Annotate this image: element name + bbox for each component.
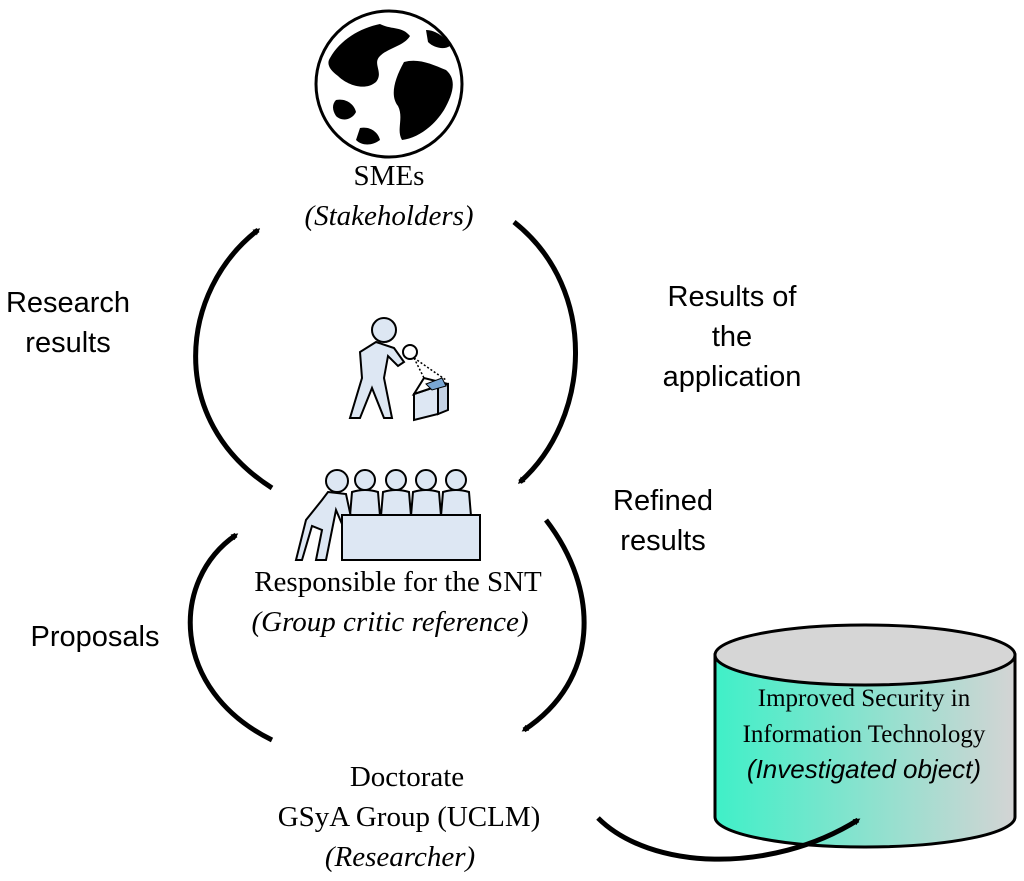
arrow-refined-results <box>521 518 587 733</box>
research-results-line1: Research <box>6 287 130 319</box>
database-line2: Information Technology <box>743 721 986 748</box>
group-critic-icon <box>294 469 481 561</box>
doctorate-title-line1: Doctorate <box>350 761 464 793</box>
database-cylinder <box>713 623 1017 849</box>
smes-title: SMEs <box>354 160 425 192</box>
refined-results-line1: Refined <box>613 485 713 517</box>
results-application-line2: the <box>712 321 752 353</box>
database-role: (Investigated object) <box>747 754 981 784</box>
snt-role: (Group critic reference) <box>251 606 528 638</box>
investigator-icon <box>348 317 449 422</box>
results-application-line1: Results of <box>668 281 798 313</box>
refined-results-line2: results <box>620 525 705 557</box>
globe-icon <box>314 9 464 159</box>
research-results-line2: results <box>25 327 110 359</box>
snt-title: Responsible for the SNT <box>254 566 542 598</box>
doctorate-role: (Researcher) <box>325 841 475 873</box>
arrow-to-investigated-object <box>596 816 861 862</box>
proposals-label: Proposals <box>31 621 160 653</box>
arrow-proposals <box>187 532 274 743</box>
results-application-line3: application <box>663 361 802 393</box>
arrow-research-results <box>193 228 274 491</box>
database-line1: Improved Security in <box>758 685 971 712</box>
smes-role: (Stakeholders) <box>304 200 473 232</box>
arrow-results-application <box>512 220 578 484</box>
doctorate-title-line2: GSyA Group (UCLM) <box>278 801 541 833</box>
